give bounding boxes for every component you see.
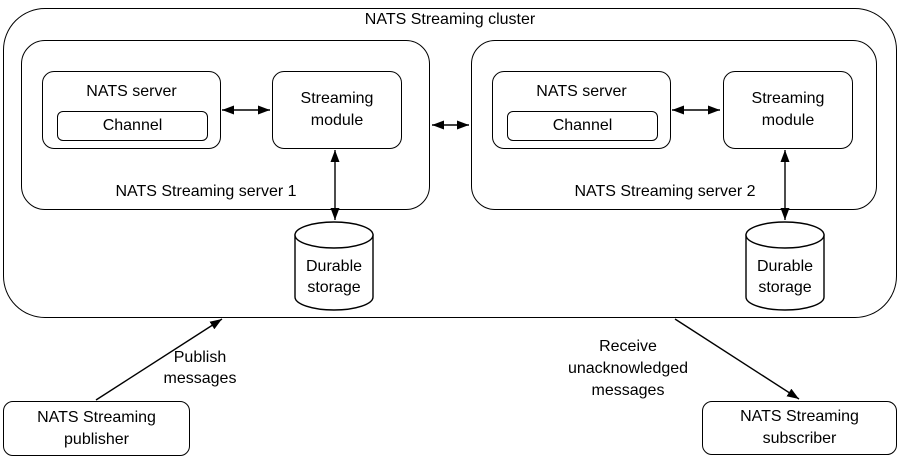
streaming-module-2-label: Streaming module [751,90,825,129]
streaming-module-1-box: Streaming module [272,71,402,149]
streaming-server-1-box: NATS server Channel Streaming module NAT… [21,40,430,210]
channel-1-label: Channel [102,117,163,134]
cluster-title: NATS Streaming cluster [364,11,536,28]
nats-server-1-label: NATS server [86,83,177,100]
durable-storage-2-label: Durable storage [756,258,814,296]
streaming-server-1-label: NATS Streaming server 1 [115,183,297,200]
publish-arrow-label: Publish messages [163,349,237,387]
publisher-label: NATS Streaming publisher [37,408,156,448]
streaming-server-2-box: NATS server Channel Streaming module NAT… [471,40,877,210]
durable-storage-1-label: Durable storage [305,258,363,296]
subscriber-label: NATS Streaming subscriber [740,408,859,447]
subscriber-box: NATS Streaming subscriber [702,401,897,455]
streaming-module-1-label: Streaming module [300,90,374,129]
channel-2-label: Channel [552,117,613,134]
nats-server-2-box: NATS server Channel [492,71,671,149]
receive-arrow-label: Receive unacknowledged messages [567,338,689,399]
nats-server-2-label: NATS server [536,83,627,100]
publisher-box: NATS Streaming publisher [3,401,190,456]
channel-2-box: Channel [507,111,658,141]
nats-server-1-box: NATS server Channel [42,71,221,149]
streaming-server-2-label: NATS Streaming server 2 [574,183,756,200]
channel-1-box: Channel [57,111,208,141]
streaming-module-2-box: Streaming module [723,71,853,149]
